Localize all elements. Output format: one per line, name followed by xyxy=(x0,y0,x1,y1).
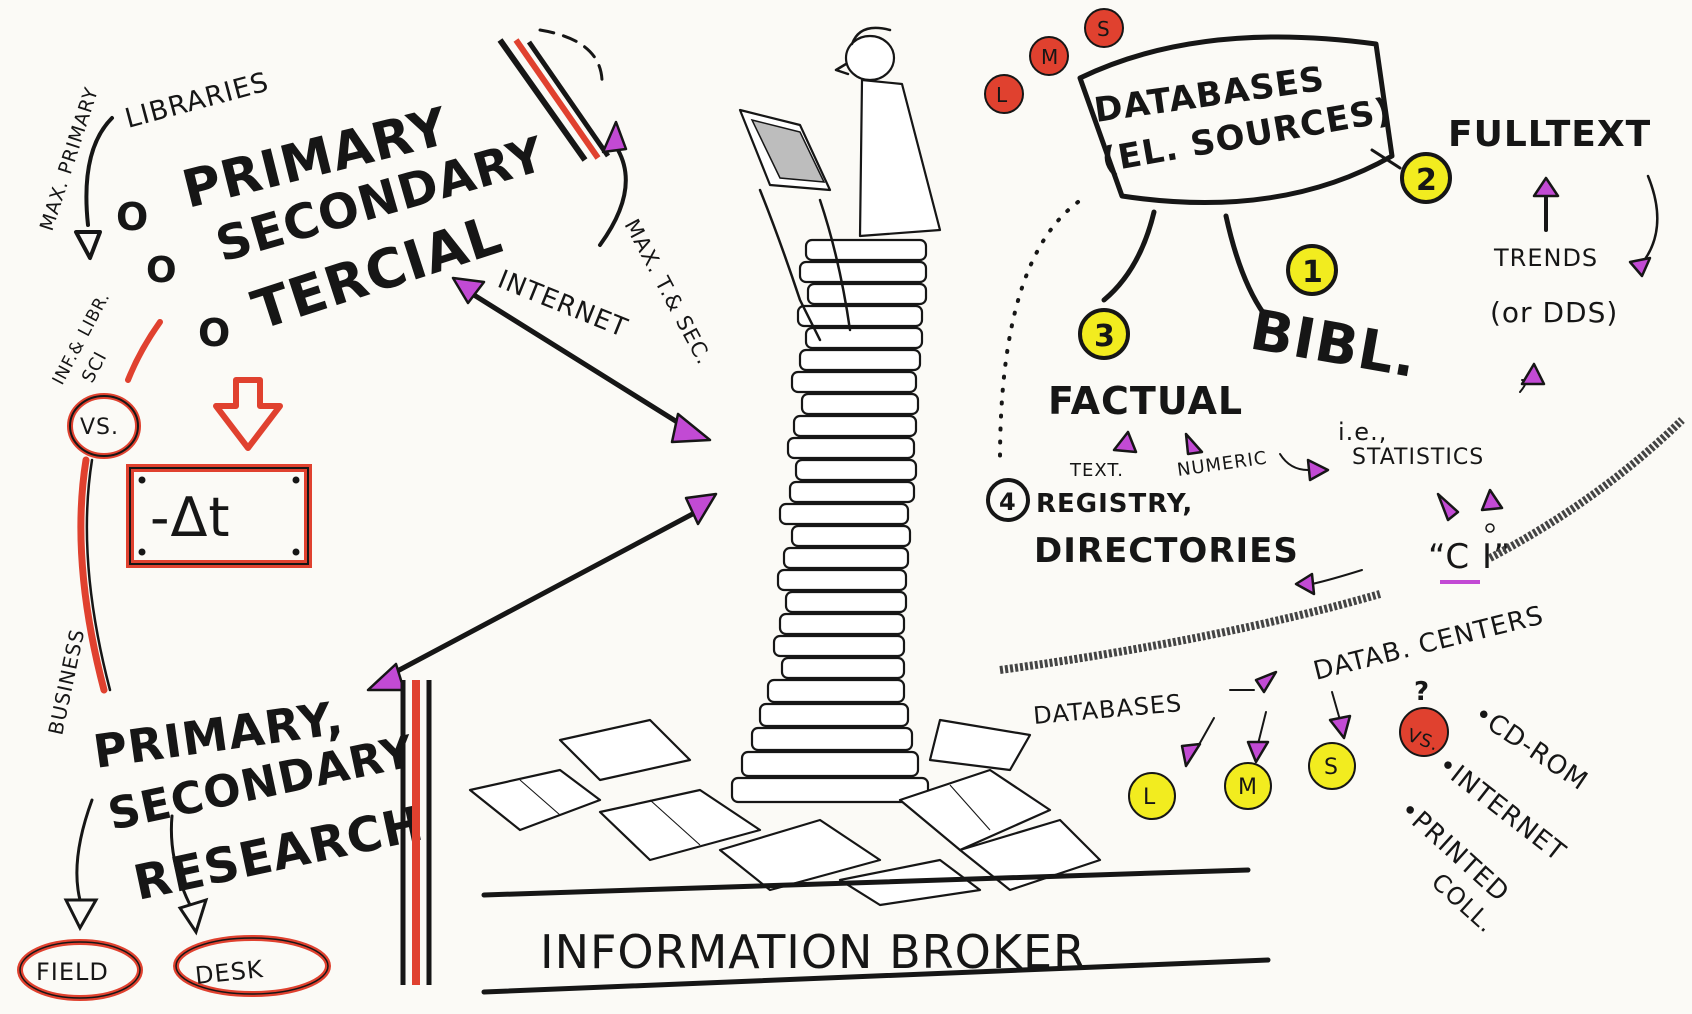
lms-bottom-l: L xyxy=(1143,785,1156,810)
research-block: PRIMARY, SECONDARY RESEARCH xyxy=(90,690,429,911)
registry-label: REGISTRY, xyxy=(1036,489,1193,519)
trends-label: TRENDS xyxy=(1493,244,1598,272)
dds-arrow-head xyxy=(1628,256,1652,278)
fulltext-label: FULLTEXT xyxy=(1448,114,1651,155)
stats-arrow-head xyxy=(1306,458,1330,482)
lms-top-s: S xyxy=(1097,17,1111,41)
numeric-to-stats-line xyxy=(1279,453,1309,471)
arrow-head-libraries xyxy=(74,230,102,260)
research-arrow-line xyxy=(385,507,703,679)
lms-bottom-circles: L M S xyxy=(1128,742,1356,820)
lms-bottom-s: S xyxy=(1324,755,1339,780)
lms-bottom-m: M xyxy=(1238,775,1258,800)
badge-4 xyxy=(986,478,1030,522)
max-t-sec-label: MAX. T.& SEC. xyxy=(620,215,717,369)
question-mark: ? xyxy=(1414,677,1430,707)
badge-3-label: 3 xyxy=(1094,319,1116,354)
dotted-connector xyxy=(998,200,1080,462)
arrow-head-s xyxy=(1328,714,1352,740)
field-arrow-head xyxy=(63,898,99,932)
boundary-stroke-lower xyxy=(999,590,1382,674)
badge-2 xyxy=(1400,152,1452,204)
datab-centers-label: DATAB. CENTERS xyxy=(1310,601,1547,687)
ci-label: “C I” xyxy=(1428,537,1512,577)
statistics-label: STATISTICS xyxy=(1352,445,1484,470)
lms-top-m: M xyxy=(1041,45,1059,69)
text-arrow-head xyxy=(1112,430,1138,454)
directories-label: DIRECTORIES xyxy=(1034,531,1299,571)
arrow-to-m xyxy=(1257,711,1267,745)
ie-label: i.e., xyxy=(1338,418,1387,446)
numeric-arrow-head xyxy=(1184,432,1204,456)
stats-up-arrow-head xyxy=(1520,362,1546,386)
title-underline-bottom xyxy=(481,957,1271,995)
research-arrow-head-start xyxy=(366,662,406,692)
internet-arrow-head-end xyxy=(670,412,712,444)
curved-arrow-libraries xyxy=(84,116,114,227)
book-tower-illustration xyxy=(468,26,1102,907)
arrow-head-l xyxy=(1180,742,1202,768)
bullet-secondary: O xyxy=(146,250,178,291)
internet-label: INTERNET xyxy=(493,265,632,344)
internet-arrow-line xyxy=(463,287,693,433)
arrow-to-s xyxy=(1331,691,1341,721)
red-stroke-business xyxy=(77,456,108,694)
libraries-label: LIBRARIES xyxy=(122,67,273,135)
vs-red-circle xyxy=(1399,707,1449,757)
arrow-head-m xyxy=(1246,740,1270,764)
branch-bibl xyxy=(1223,213,1267,317)
badge-2-label: 2 xyxy=(1416,163,1438,198)
lms-top-circles: L M S xyxy=(984,8,1124,114)
down-arrow-icon xyxy=(213,377,283,451)
arrow-head-max-t xyxy=(601,120,628,154)
badge-1 xyxy=(1286,244,1338,296)
field-label: FIELD xyxy=(36,958,109,986)
research-arrow-head-end xyxy=(684,492,718,526)
db-to-centers-head xyxy=(1254,670,1278,694)
internet-arrow-head-start xyxy=(451,276,486,305)
badge-3 xyxy=(1078,308,1130,360)
bullet-primary: O xyxy=(116,195,149,239)
vs-label-left: VS. xyxy=(80,415,119,440)
divider-bar-bottom xyxy=(400,680,432,985)
ci-arrow-head-left xyxy=(1436,492,1460,522)
dashed-arc xyxy=(538,28,604,82)
badge-4-label: 4 xyxy=(999,488,1017,516)
branch-factual xyxy=(1101,209,1157,303)
business-label: BUSINESS xyxy=(43,626,89,737)
source-levels-list: O PRIMARY O SECONDARY O TERCIAL xyxy=(116,97,551,355)
divider-bar-top xyxy=(497,38,611,162)
curved-line-max-t xyxy=(598,148,628,247)
text-label: TEXT. xyxy=(1069,460,1124,481)
ink-stroke-business xyxy=(85,458,112,692)
delta-t-label: -Δt xyxy=(150,486,231,549)
max-primary-label: MAX. PRIMARY xyxy=(36,84,103,233)
bullet-tercial: O xyxy=(198,311,231,355)
desk-label: DESK xyxy=(194,955,265,990)
red-stroke-upper xyxy=(125,319,163,383)
title-underline-top xyxy=(481,867,1251,898)
ci-arrow-head-right xyxy=(1480,488,1504,512)
trends-up-arrow-head xyxy=(1532,176,1560,198)
desk-arrow-line xyxy=(169,814,192,907)
desk-arrow-head xyxy=(177,897,209,936)
curve-to-dds xyxy=(1638,174,1659,268)
bibl-label: BIBL. xyxy=(1246,298,1423,391)
badge-1-label: 1 xyxy=(1302,255,1324,290)
databases-small-label: DATABASES xyxy=(1032,689,1183,730)
registry-arrow-head xyxy=(1294,572,1316,596)
factual-label: FACTUAL xyxy=(1048,379,1243,423)
dds-label: (or DDS) xyxy=(1490,296,1618,329)
connector-fulltext xyxy=(1370,148,1402,170)
lms-top-l: L xyxy=(996,83,1008,107)
boundary-stroke-upper xyxy=(1488,417,1685,562)
field-arrow-line xyxy=(75,798,94,902)
databases-cylinder: DATABASES (EL. SOURCES) xyxy=(1077,34,1395,206)
ci-to-registry-line xyxy=(1311,569,1363,585)
